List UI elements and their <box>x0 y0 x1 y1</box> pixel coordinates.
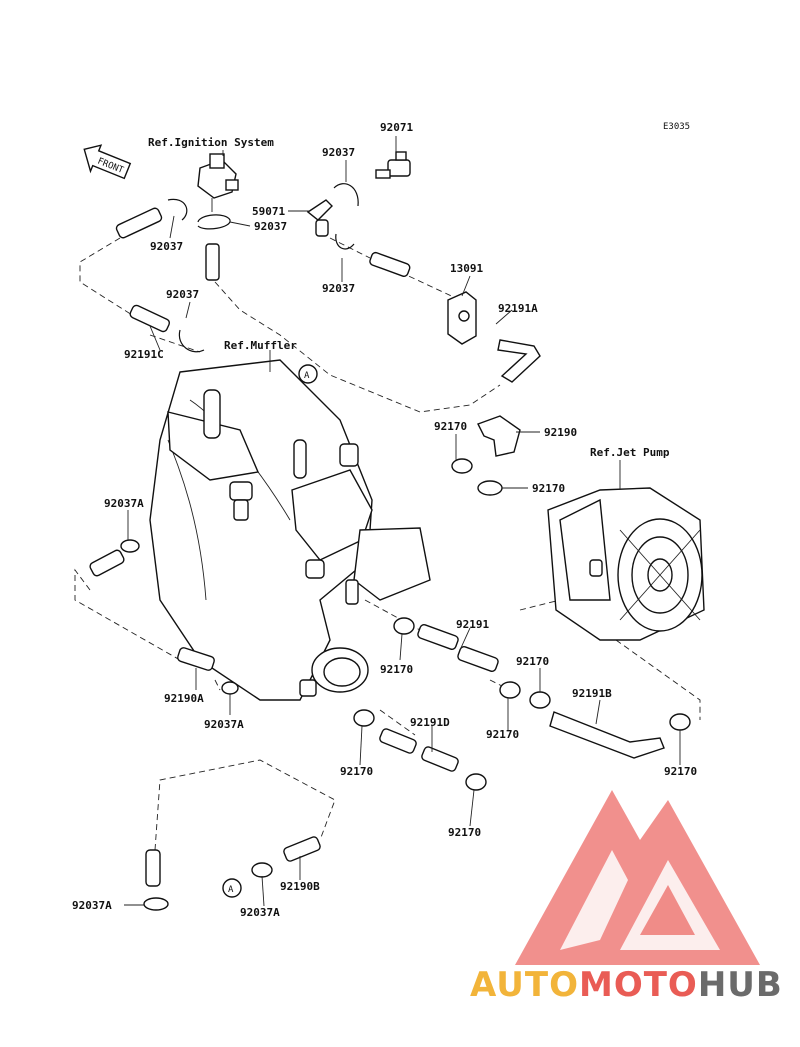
jet-pump <box>547 487 705 641</box>
callout-letter-bottom: A <box>228 885 234 895</box>
clamp-92170-e <box>529 691 551 709</box>
hose-short-ignition <box>205 243 220 281</box>
watermark-auto: AUTO <box>470 965 579 1005</box>
label-92170-f: 92170 <box>340 765 373 778</box>
ref-muffler: Ref.Muffler <box>224 339 297 352</box>
label-92170-h: 92170 <box>448 826 481 839</box>
clamp-92037a-c <box>143 897 169 911</box>
fitting-59071 <box>306 199 333 237</box>
hose-vertical-bottom <box>145 849 161 887</box>
leader-lines <box>124 136 681 907</box>
hose-elbow-92190 <box>477 415 521 457</box>
diagram-code: E3035 <box>663 122 690 132</box>
front-arrow-icon: FRONT <box>83 144 132 180</box>
label-92190: 92190 <box>544 426 577 439</box>
clamp-92170-f <box>669 713 691 731</box>
label-92191a: 92191A <box>498 302 538 315</box>
hose-92191 <box>417 624 499 672</box>
clip-ring-92037-ignition <box>197 214 231 230</box>
label-92037-mid: 92037 <box>166 288 199 301</box>
part-labels: 92071 92037 59071 92037 92037 92037 1309… <box>72 121 697 919</box>
watermark-moto: MOTO <box>579 965 698 1005</box>
fitting-92071 <box>375 151 411 179</box>
clip-ring-92037-right-lower <box>335 233 355 250</box>
label-92191d: 92191D <box>410 716 450 729</box>
label-92190b: 92190B <box>280 880 320 893</box>
hose-92190b <box>283 836 321 862</box>
label-92037-left: 92037 <box>150 240 183 253</box>
label-92037-right: 92037 <box>322 282 355 295</box>
callout-letter-top: A <box>304 371 310 381</box>
hose-right-upper <box>369 251 411 277</box>
clamp-92170-b <box>477 480 503 496</box>
clip-ring-92037-left <box>167 198 188 221</box>
hose-left-upper <box>115 207 163 239</box>
clamp-92037a-d <box>251 862 273 878</box>
watermark-hub: HUB <box>698 965 783 1005</box>
watermark-text: AUTOMOTOHUB <box>470 965 783 1005</box>
label-92037a-d: 92037A <box>240 906 280 919</box>
label-13091: 13091 <box>450 262 483 275</box>
label-92170-g: 92170 <box>664 765 697 778</box>
label-92191c: 92191C <box>124 348 164 361</box>
label-92037a-c: 92037A <box>72 899 112 912</box>
hose-92191c <box>129 304 171 333</box>
clip-ring-92037-right-upper <box>333 183 359 207</box>
callout-circle-a-top: A <box>298 364 318 384</box>
label-92037a-a: 92037A <box>104 497 144 510</box>
clamp-92170-c <box>393 617 415 635</box>
hose-elbow-92191a <box>497 339 541 383</box>
ref-ignition-system: Ref.Ignition System <box>148 136 274 149</box>
hose-92191b <box>549 711 665 759</box>
clip-ring-92037-mid <box>178 329 205 353</box>
label-92191b: 92191B <box>572 687 612 700</box>
hose-left-mid <box>89 549 125 577</box>
label-92170-a: 92170 <box>434 420 467 433</box>
label-92037-ignition: 92037 <box>254 220 287 233</box>
clamp-92170-h <box>465 773 487 791</box>
clamp-92037a-b <box>221 681 239 695</box>
label-92190a: 92190A <box>164 692 204 705</box>
clamp-92170-g <box>353 709 375 727</box>
clamp-92037a-a <box>120 539 140 553</box>
label-92037-upper: 92037 <box>322 146 355 159</box>
clamp-92170-a <box>451 458 473 474</box>
callout-circle-a-bottom: A <box>222 878 242 898</box>
ref-jet-pump: Ref.Jet Pump <box>590 446 670 459</box>
label-92170-d: 92170 <box>380 663 413 676</box>
label-92037a-b: 92037A <box>204 718 244 731</box>
label-92071: 92071 <box>380 121 413 134</box>
clamp-92170-d <box>499 681 521 699</box>
label-59071: 59071 <box>252 205 285 218</box>
hose-92191d <box>379 728 459 772</box>
ignition-fitting <box>197 153 239 212</box>
watermark-logo <box>515 790 760 965</box>
hose-92190a <box>177 647 215 671</box>
label-92191: 92191 <box>456 618 489 631</box>
label-92170-e: 92170 <box>486 728 519 741</box>
muffler-body <box>149 359 431 701</box>
label-92170-c: 92170 <box>516 655 549 668</box>
label-92170-b: 92170 <box>532 482 565 495</box>
bracket-13091 <box>447 291 477 345</box>
